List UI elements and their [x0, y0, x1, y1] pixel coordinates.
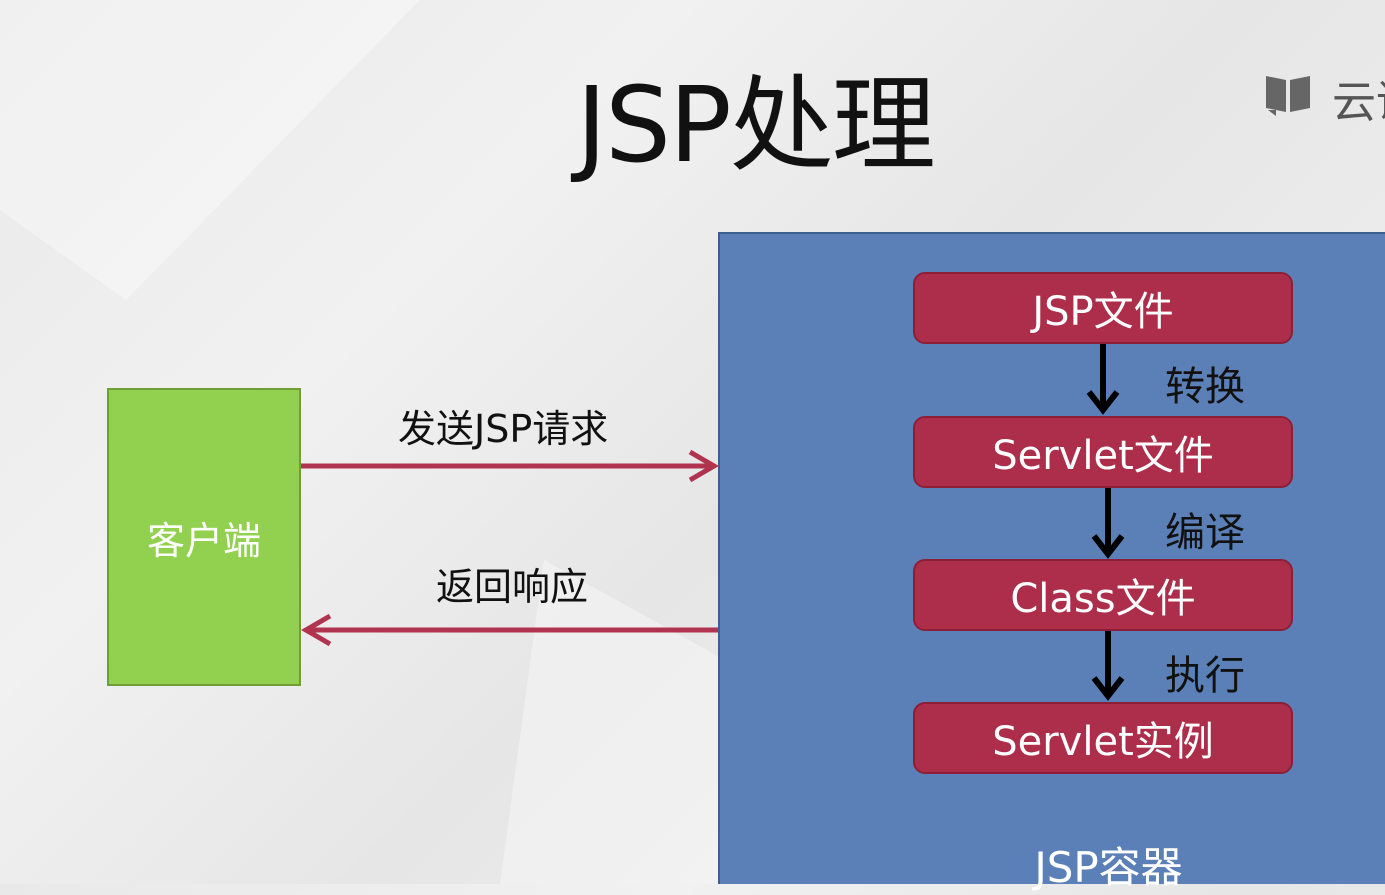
step-jsp-file: JSP文件: [913, 272, 1293, 344]
step-class-file: Class文件: [913, 559, 1293, 631]
down-arrow-execute: [1091, 631, 1125, 701]
down-arrow-convert: [1086, 344, 1120, 415]
client-label: 客户端: [146, 518, 261, 563]
transition-execute: 执行: [1165, 653, 1245, 699]
client-box: 客户端: [107, 388, 301, 686]
book-icon: [1266, 76, 1310, 116]
request-arrow: [301, 449, 719, 483]
step-servlet-file: Servlet文件: [913, 416, 1293, 488]
down-arrow-compile: [1091, 488, 1125, 559]
response-arrow: [301, 613, 718, 647]
logo-text: 云课: [1332, 77, 1385, 128]
response-label: 返回响应: [436, 565, 589, 609]
request-label: 发送JSP请求: [398, 407, 609, 451]
step-servlet-instance: Servlet实例: [913, 702, 1293, 774]
slide-title: JSP处理: [576, 64, 935, 186]
transition-compile: 编译: [1165, 510, 1245, 556]
transition-convert: 转换: [1165, 364, 1245, 410]
